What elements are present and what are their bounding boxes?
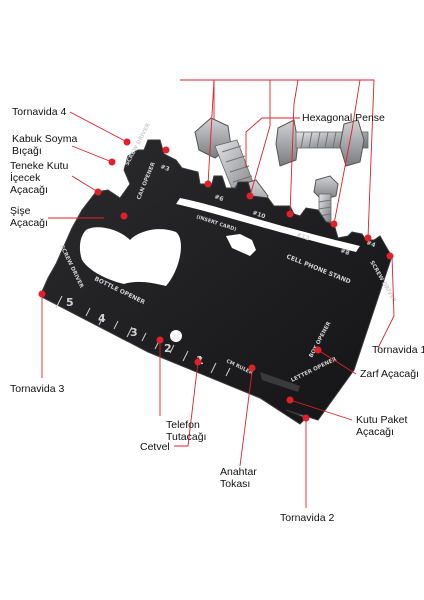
callout-dot-cetvel [194, 358, 202, 366]
callout-line-zarf [317, 349, 357, 375]
callout-dot-hex-4 [364, 234, 372, 242]
callout-dot-hex-10 [246, 192, 254, 200]
callout-line-cetvel [174, 361, 199, 447]
callout-line-kutu [289, 399, 353, 421]
callout-dot-tornavida4 [123, 138, 131, 146]
callout-line-teneke [71, 175, 99, 193]
label-tornavida-2: Tornavida 2 [280, 512, 335, 524]
label-teneke-kutu: Teneke Kutu İçecek Açacağı [10, 160, 69, 196]
callout-dot-hex-3 [162, 146, 170, 154]
label-kabuk-soyma: Kabuk Soyma Bıçağı [12, 133, 78, 157]
multitool-card [39, 139, 393, 425]
callout-dot-sise [120, 212, 128, 220]
callout-line-top-5 [298, 79, 361, 225]
callout-line-anahtar [239, 371, 253, 467]
callout-dot-tornavida3 [38, 290, 46, 298]
callout-lines [41, 79, 395, 508]
callout-line-top-2 [207, 79, 215, 185]
callout-line-top-6 [360, 79, 375, 239]
bolt-hexagonal-2 [275, 119, 369, 167]
label-anahtar-tokasi: Anahtar Tokası [220, 466, 257, 490]
callout-dot-hex-8 [330, 220, 338, 228]
callout-line-kabuk [71, 145, 113, 163]
callout-dot-hex-6 [204, 180, 212, 188]
engraving-hex-4: #4 [365, 239, 376, 249]
callout-dot-anahtar [248, 364, 256, 372]
callout-line-top-4 [270, 79, 299, 215]
label-tornavida-3: Tornavida 3 [10, 383, 65, 395]
callout-dot-hex-12 [286, 210, 294, 218]
engraving-hex-10: #10 [251, 209, 266, 220]
ruler-number-2: 2 [164, 342, 172, 355]
callout-dot-zarf [314, 346, 322, 354]
label-zarf-acacagi: Zarf Açacağı [360, 368, 419, 380]
label-hexagonal-pense: Hexagonal Pense [302, 112, 385, 124]
engraving-hex-6: #6 [213, 193, 224, 203]
callout-dot-kutu [286, 396, 294, 404]
callout-line-top-3 [214, 79, 271, 197]
ruler-number-5: 5 [66, 296, 74, 309]
engraving-hex-8: #8 [339, 247, 350, 257]
callout-dot-kabuk [108, 158, 116, 166]
ruler-number-3: 3 [130, 326, 138, 339]
ruler-number-4: 4 [98, 312, 106, 325]
engraving-hex-3: #3 [159, 163, 170, 173]
callout-dot-tornavida1 [386, 252, 394, 260]
label-cetvel: Cetvel [140, 441, 170, 453]
label-kutu-paket: Kutu Paket Açacağı [356, 414, 408, 438]
callout-dots [38, 138, 394, 422]
callout-line-tornavida1 [377, 255, 395, 349]
label-telefon-tutacagi: Telefon Tutacağı [166, 419, 207, 443]
callout-dot-telefon [156, 336, 164, 344]
label-tornavida-4: Tornavida 4 [12, 106, 67, 118]
callout-line-top-1 [180, 79, 215, 120]
callout-dot-tornavida2 [302, 414, 310, 422]
engraving-hex-12: #12 [295, 231, 310, 242]
callout-line-pense-1 [245, 117, 300, 168]
callout-dot-teneke [94, 188, 102, 196]
label-sise-acacagi: Şişe Açacağı [10, 205, 48, 229]
callout-line-tornavida4 [69, 111, 128, 143]
label-tornavida-1: Tornavida 1 [372, 344, 424, 356]
